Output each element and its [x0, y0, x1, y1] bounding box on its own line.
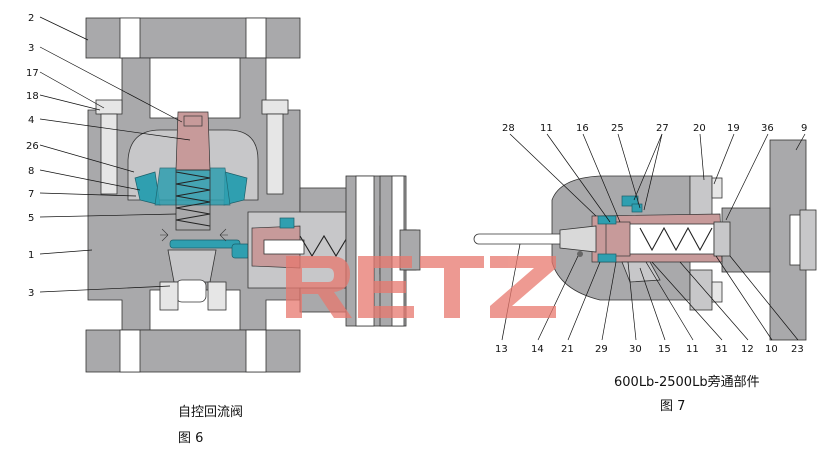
- part-label: 18: [26, 91, 39, 102]
- part-label: 15: [658, 344, 671, 355]
- retz-watermark-logo: [286, 256, 556, 318]
- part-label: 30: [629, 344, 642, 355]
- part-label: 7: [28, 189, 34, 200]
- part-label: 29: [595, 344, 608, 355]
- part-label: 17: [26, 68, 39, 79]
- part-label: 11: [686, 344, 699, 355]
- figure-6-title: 自控回流阀: [178, 405, 243, 420]
- part-label: 5: [28, 213, 34, 224]
- part-label: 19: [727, 123, 740, 134]
- figure-7-label: 图 7: [660, 399, 685, 414]
- figure-7-leaders: [501, 133, 806, 341]
- part-label: 11: [540, 123, 553, 134]
- figure-6-valve: [85, 17, 421, 373]
- figure-7-title: 600Lb-2500Lb旁通部件: [614, 374, 760, 390]
- figure-7-bottom-labels: 13 14 21 29 30 15 11 31 12 10 23: [495, 344, 804, 355]
- part-label: 3: [28, 43, 34, 54]
- part-label: 12: [741, 344, 754, 355]
- part-label: 10: [765, 344, 778, 355]
- part-label: 2: [28, 13, 34, 24]
- part-label: 14: [531, 344, 544, 355]
- part-label: 3: [28, 288, 34, 299]
- part-label: 21: [561, 344, 574, 355]
- part-label: 25: [611, 123, 624, 134]
- part-label: 26: [26, 141, 39, 152]
- part-label: 27: [656, 123, 669, 134]
- figure-6-label: 图 6: [178, 431, 203, 446]
- part-label: 23: [791, 344, 804, 355]
- part-label: 9: [801, 123, 807, 134]
- part-label: 4: [28, 115, 34, 126]
- figure-7-top-labels: 28 11 16 25 27 20 19 36 9: [502, 123, 807, 134]
- part-label: 36: [761, 123, 774, 134]
- figure-6-leaders: [39, 16, 191, 293]
- part-label: 8: [28, 166, 34, 177]
- part-label: 28: [502, 123, 515, 134]
- part-label: 16: [576, 123, 589, 134]
- part-label: 1: [28, 250, 34, 261]
- part-label: 20: [693, 123, 706, 134]
- part-label: 31: [715, 344, 728, 355]
- figure-6-part-labels: 2 3 17 18 4 26 8 7 5 1 3: [26, 13, 39, 299]
- part-label: 13: [495, 344, 508, 355]
